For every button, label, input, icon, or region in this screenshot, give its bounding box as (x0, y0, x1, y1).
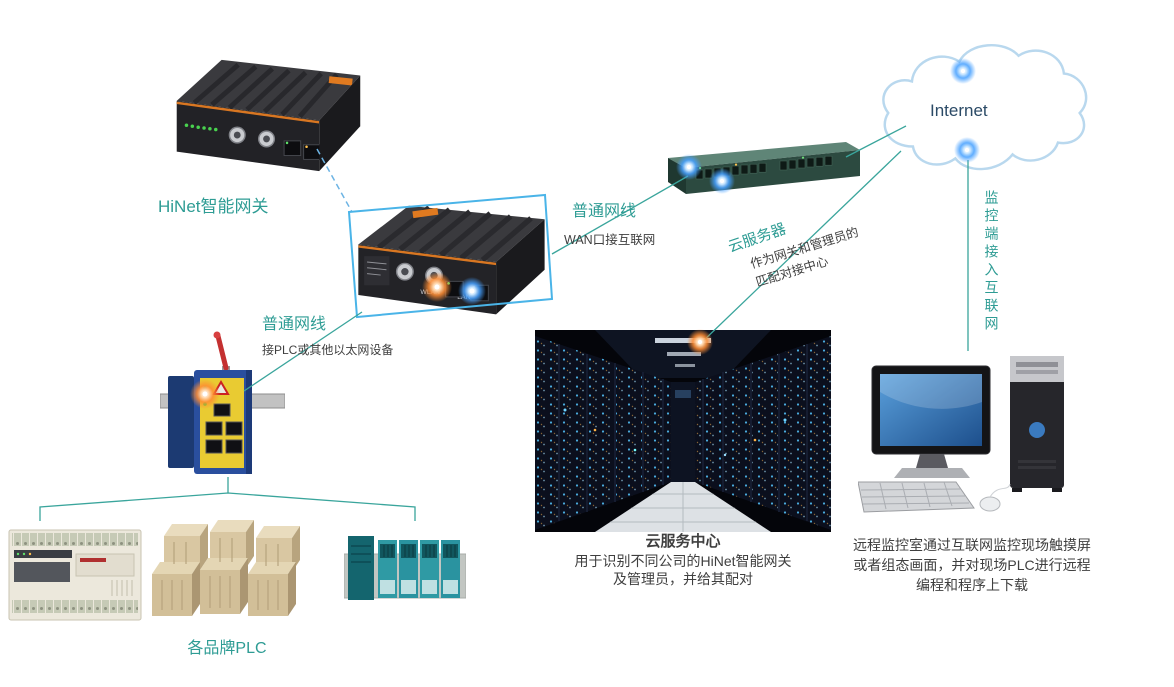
network-switch-image (668, 142, 860, 194)
plc-device-1 (6, 524, 144, 626)
datacenter-desc-line1: 用于识别不同公司的HiNet智能网关 (574, 553, 792, 569)
network-switch-device (660, 138, 865, 196)
datacenter-desc-line2: 及管理员，并给其配对 (613, 571, 753, 587)
internet-cloud (868, 36, 1096, 184)
remote-desc-line3: 编程和程序上下载 (916, 577, 1028, 593)
cable-left-sublabel: 接PLC或其他以太网设备 (262, 343, 394, 357)
remote-monitoring-computer (858, 352, 1088, 522)
plc-device-2 (150, 518, 300, 628)
gateway1-label: HiNet智能网关 (158, 197, 269, 216)
remote-desc-line2: 或者组态画面，并对现场PLC进行远程 (853, 557, 1091, 573)
datacenter-image (535, 330, 831, 532)
plc-group-brace (39, 492, 416, 521)
cable-top-label: 普通网线 (572, 203, 637, 220)
datacenter-title: 云服务中心 (645, 533, 721, 550)
internet-cloud-image (882, 43, 1088, 171)
hinet-gateway-device-2: WLAN LAN (348, 196, 553, 326)
hinet-gateway-1-image (176, 59, 361, 172)
cable-top-sublabel: WAN口接互联网 (564, 233, 656, 247)
plc-group-label: 各品牌PLC (187, 640, 267, 657)
remote-desc-line1: 远程监控室通过互联网监控现场触摸屏 (853, 537, 1091, 553)
datacenter-photo (535, 330, 831, 532)
cable-left-label: 普通网线 (262, 316, 327, 333)
hinet-gateway-device-1 (165, 48, 370, 183)
monitoring-link-vertical-label: 监控端接入互联网 (983, 190, 1000, 334)
hinet-gateway-2-image: WLAN LAN (358, 205, 545, 315)
internet-label: Internet (930, 101, 988, 120)
plc2-image (152, 520, 300, 616)
plc1-image (8, 529, 142, 621)
plc3-image (344, 536, 466, 600)
computer-image (858, 356, 1064, 513)
plc-device-3 (344, 526, 466, 622)
gateway2-wlan-port-label: WLAN (420, 289, 440, 296)
